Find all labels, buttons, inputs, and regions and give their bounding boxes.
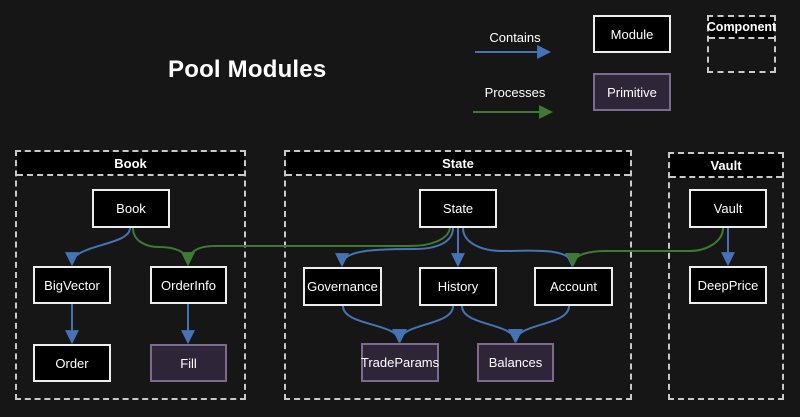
container-state: State xyxy=(284,150,632,400)
container-vault-title: Vault xyxy=(710,157,742,173)
node-order-label: Order xyxy=(55,355,89,371)
legend-module-box: Module xyxy=(593,15,671,53)
node-deepprice-label: DeepPrice xyxy=(697,277,759,293)
node-history-label: History xyxy=(437,279,479,294)
container-vault: Vault xyxy=(668,152,784,400)
container-state-title: State xyxy=(442,155,474,171)
legend-primitive-label: Primitive xyxy=(607,84,657,100)
node-account: Account xyxy=(534,267,613,306)
legend-primitive-box: Primitive xyxy=(593,73,671,111)
legend-module-label: Module xyxy=(610,26,654,42)
node-history: History xyxy=(419,267,497,306)
legend-component-label: Component xyxy=(706,20,777,34)
node-tradeparams: TradeParams xyxy=(361,343,439,382)
node-account-label: Account xyxy=(550,279,597,294)
node-fill: Fill xyxy=(150,344,227,382)
node-balances-label: Balances xyxy=(488,355,543,370)
container-vault-titlebar: Vault xyxy=(670,154,782,178)
node-book-label: Book xyxy=(116,201,146,216)
node-vault: Vault xyxy=(689,189,767,228)
node-book: Book xyxy=(92,189,170,228)
container-book: Book xyxy=(15,150,246,400)
node-bigvector-label: BigVector xyxy=(44,277,100,293)
node-balances: Balances xyxy=(477,343,554,382)
node-state-label: State xyxy=(442,201,474,216)
node-fill-label: Fill xyxy=(180,355,197,371)
node-orderinfo: OrderInfo xyxy=(150,266,227,304)
node-deepprice: DeepPrice xyxy=(689,266,767,304)
container-book-titlebar: Book xyxy=(17,152,244,176)
legend-component-box: Component xyxy=(707,15,776,73)
node-governance-label: Governance xyxy=(307,279,378,294)
page-title: Pool Modules xyxy=(168,56,327,83)
node-bigvector: BigVector xyxy=(33,266,111,304)
container-state-titlebar: State xyxy=(286,152,630,176)
legend-contains-label: Contains xyxy=(489,30,541,45)
node-orderinfo-label: OrderInfo xyxy=(161,277,216,293)
node-tradeparams-label: TradeParams xyxy=(360,355,440,370)
legend-processes-label: Processes xyxy=(484,85,546,100)
node-order: Order xyxy=(33,344,111,382)
node-vault-label: Vault xyxy=(713,201,743,216)
node-governance: Governance xyxy=(303,267,382,306)
container-book-title: Book xyxy=(114,155,147,171)
node-state: State xyxy=(419,189,497,228)
legend-component-titlebar: Component xyxy=(706,17,777,39)
